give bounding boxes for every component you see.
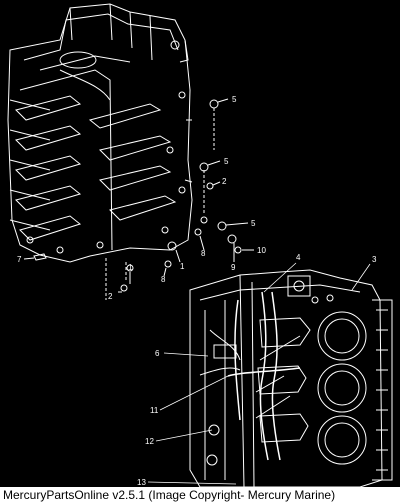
callout-1: 1	[128, 263, 133, 272]
callout-1: 1	[180, 262, 185, 271]
callout-2: 2	[108, 292, 113, 301]
callout-11: 11	[150, 406, 159, 415]
cylinder-block-lower	[189, 269, 393, 488]
callout-8: 8	[161, 275, 166, 284]
copyright-caption: MercuryPartsOnline v2.5.1 (Image Copyrig…	[3, 488, 336, 502]
callout-5: 5	[224, 157, 229, 166]
fittings-upper	[23, 98, 254, 300]
cylinder-block-upper	[7, 3, 193, 263]
callout-7: 7	[17, 255, 22, 264]
callout-labels: 5 5 2 5 10 9 8 1 7 1 8 2 4 3 6 11 12 13	[17, 95, 377, 487]
copyright-caption-bar: MercuryPartsOnline v2.5.1 (Image Copyrig…	[0, 487, 400, 504]
callout-9: 9	[231, 263, 236, 272]
callout-5: 5	[251, 219, 256, 228]
callout-4: 4	[296, 253, 301, 262]
callout-8: 8	[201, 249, 206, 258]
callout-13: 13	[137, 478, 146, 487]
callout-2: 2	[222, 177, 227, 186]
callout-12: 12	[145, 437, 154, 446]
callout-5: 5	[232, 95, 237, 104]
callout-3: 3	[372, 255, 377, 264]
water-hoses	[227, 291, 301, 461]
callout-6: 6	[155, 349, 160, 358]
leader-lines-lower	[147, 262, 371, 485]
callout-10: 10	[257, 246, 266, 255]
